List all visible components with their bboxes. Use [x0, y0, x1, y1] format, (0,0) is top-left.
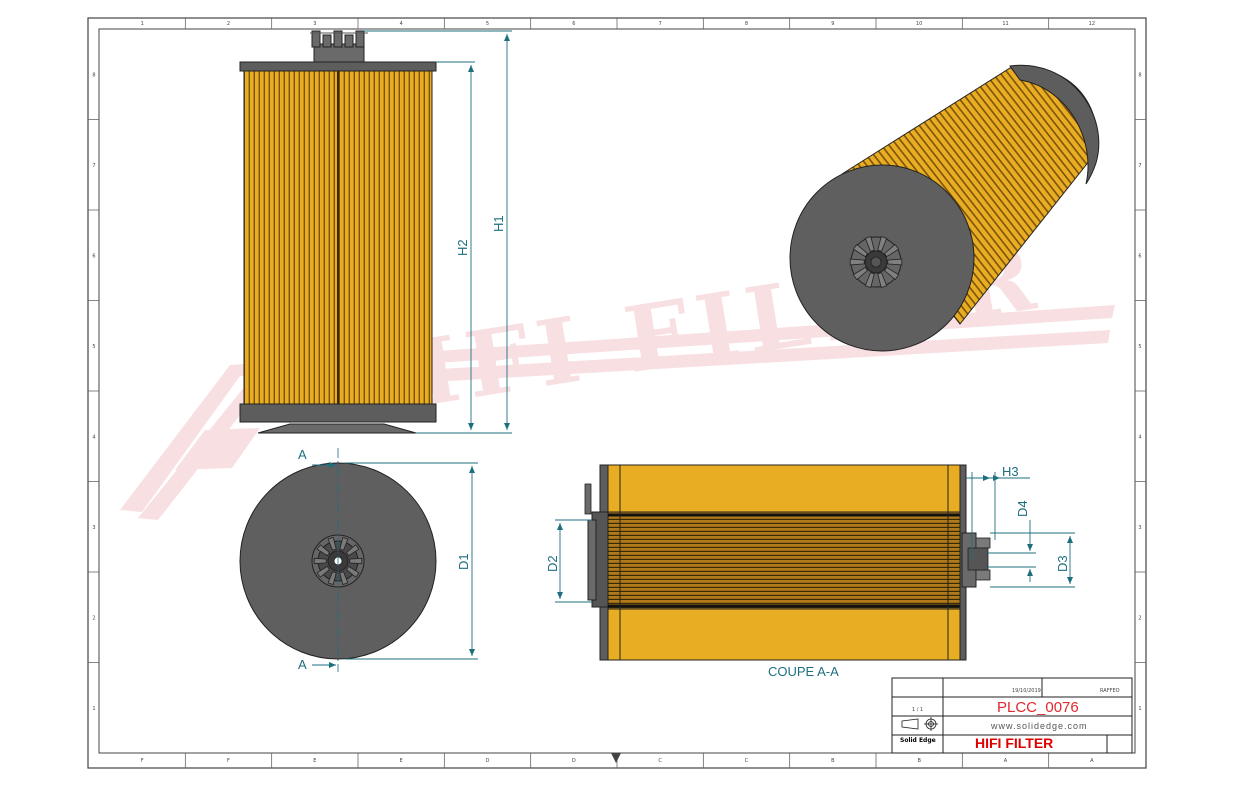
frame-row-number: 6	[1138, 253, 1141, 259]
frame-row-number: 2	[1138, 615, 1141, 621]
dimension-d1: D1	[456, 553, 471, 570]
tooth	[327, 536, 337, 551]
frame-row-number: 1	[92, 706, 95, 712]
tooth	[345, 565, 360, 578]
tooth	[864, 235, 875, 252]
frame-col-number: 8	[745, 21, 748, 27]
dimension-d3: D3	[1055, 555, 1070, 572]
tooth	[883, 266, 900, 281]
frame-col-number: 10	[916, 21, 922, 27]
section-marker-top: A	[298, 447, 307, 462]
section-marker-bottom: A	[298, 657, 307, 672]
frame-row-number: 8	[92, 72, 95, 78]
frame-col-letter: D	[486, 758, 490, 764]
dimension-d4: D4	[1015, 500, 1030, 517]
frame-col-letter: F	[141, 758, 144, 764]
center-tube-teeth	[313, 536, 363, 586]
d1-dimension	[345, 462, 478, 660]
frame-col-number: 11	[1002, 21, 1008, 27]
frame-col-number: 6	[572, 21, 575, 27]
isometric-view	[789, 64, 1100, 352]
frame-row-number: 4	[1138, 434, 1141, 440]
tooth	[877, 235, 888, 252]
front-view	[239, 30, 437, 434]
dimension-h1: H1	[491, 215, 506, 232]
tooth	[316, 565, 331, 578]
frame-col-letter: E	[400, 758, 403, 764]
section-pleats	[607, 511, 961, 610]
tooth	[327, 571, 337, 586]
section-caption: COUPE A-A	[768, 664, 839, 679]
frame-row-number: 7	[92, 163, 95, 169]
part-number: PLCC_0076	[997, 699, 1079, 716]
frame-col-letter: E	[313, 758, 316, 764]
tooth	[877, 272, 888, 289]
frame-row-number: 6	[92, 253, 95, 259]
bottom-view	[239, 448, 437, 672]
tooth	[852, 243, 869, 258]
tooth	[864, 272, 875, 289]
frame-col-number: 9	[831, 21, 834, 27]
company-name: HIFI FILTER	[975, 735, 1053, 751]
scale-value: 1 / 1	[912, 707, 923, 713]
section-view	[584, 464, 991, 661]
frame-row-number: 5	[1138, 344, 1141, 350]
tooth	[852, 266, 869, 281]
frame-col-letter: F	[227, 758, 230, 764]
author-value: RAFFEO	[1100, 688, 1120, 694]
frame-col-letter: A	[1004, 758, 1008, 764]
tooth	[339, 571, 349, 586]
projection-symbol-icon	[901, 717, 938, 731]
tooth	[316, 544, 331, 557]
tooth	[345, 544, 360, 557]
frame-col-number: 3	[313, 21, 316, 27]
tooth	[849, 258, 865, 266]
frame-row-number: 3	[1138, 525, 1141, 531]
frame-col-letter: C	[658, 758, 662, 764]
top-spigot	[310, 30, 368, 63]
frame-row-number: 1	[1138, 706, 1141, 712]
bottom-flange	[257, 423, 417, 434]
tooth	[883, 243, 900, 258]
centre-triangle	[611, 753, 621, 763]
frame-row-number: 4	[92, 434, 95, 440]
frame-col-number: 12	[1089, 21, 1095, 27]
section-media-bottom	[607, 608, 961, 661]
section-media-top	[607, 464, 961, 513]
frame-col-letter: A	[1090, 758, 1094, 764]
frame-row-number: 8	[1138, 72, 1141, 78]
date-value: 19/10/2019	[1012, 688, 1041, 694]
frame-row-number: 3	[92, 525, 95, 531]
top-cap	[239, 61, 437, 72]
frame-col-number: 2	[227, 21, 230, 27]
frame-col-letter: D	[572, 758, 576, 764]
frame-col-number: 7	[659, 21, 662, 27]
tooth	[887, 258, 903, 266]
frame-row-number: 7	[1138, 163, 1141, 169]
software-logo: Solid Edge	[900, 737, 936, 744]
frame-col-letter: B	[831, 758, 835, 764]
frame-col-number: 1	[141, 21, 144, 27]
tooth	[339, 536, 349, 551]
frame-col-number: 5	[486, 21, 489, 27]
frame-col-number: 4	[400, 21, 403, 27]
frame-row-number: 5	[92, 344, 95, 350]
title-block	[891, 677, 1133, 754]
frame-col-letter: B	[917, 758, 921, 764]
iso-center-teeth	[849, 235, 903, 289]
frame-row-number: 2	[92, 615, 95, 621]
frame-col-letter: C	[745, 758, 749, 764]
tooth	[313, 557, 327, 565]
section-dimensions	[555, 472, 1075, 603]
bottom-cap	[239, 403, 437, 423]
front-dimensions	[364, 30, 512, 434]
tooth	[349, 557, 363, 565]
dimension-h2: H2	[455, 239, 470, 256]
website: www.solidedge.com	[990, 721, 1088, 731]
dimension-h3: H3	[1002, 464, 1019, 479]
dimension-d2: D2	[545, 555, 560, 572]
